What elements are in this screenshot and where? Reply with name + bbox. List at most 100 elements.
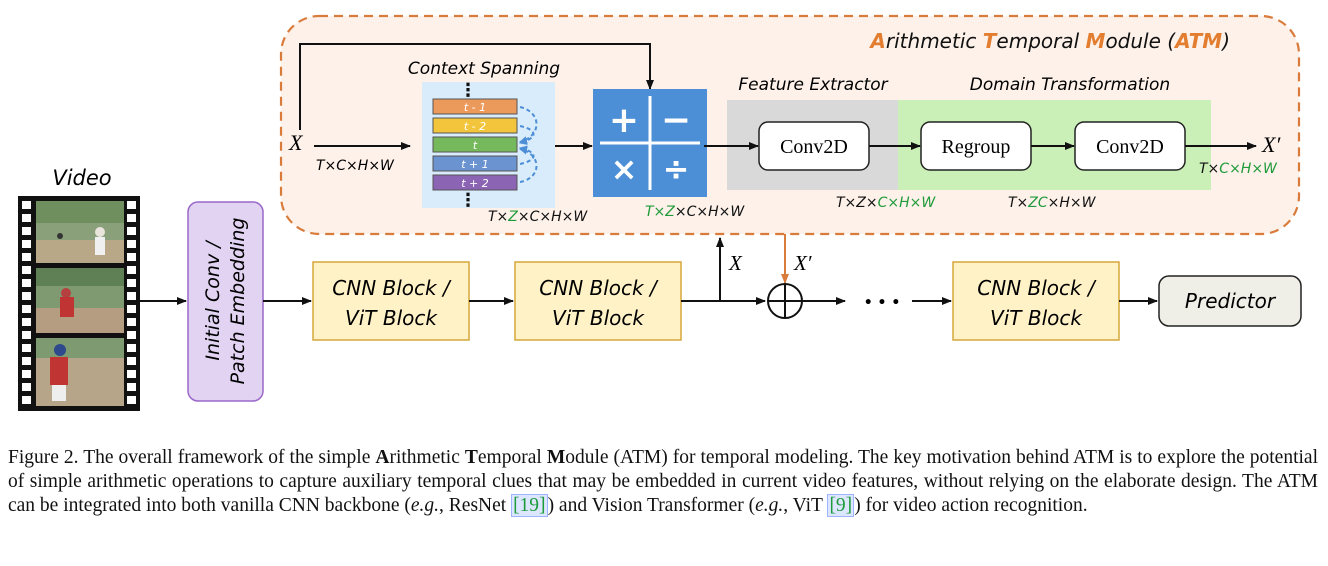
frame-label: t - 2 (464, 120, 486, 133)
predictor-box (1158, 275, 1302, 327)
video-label: Video (52, 166, 111, 190)
atm-title-part: rithmetic (886, 29, 983, 53)
caption-bold-t: T (464, 447, 478, 468)
ellipsis: • • • (864, 295, 901, 311)
frame-bar (432, 174, 518, 191)
atm-title-part: T (983, 29, 998, 53)
film-sprocket (22, 331, 31, 339)
dim-segment: T× (1008, 195, 1028, 211)
times-op: × (611, 150, 638, 188)
film-sprocket (127, 292, 136, 300)
plus-op: + (609, 100, 639, 141)
adder-circle (767, 283, 803, 319)
film-sprocket (127, 266, 136, 274)
domain-transformation-label: Domain Transformation (970, 75, 1170, 95)
context-spanning-label: Context Spanning (408, 59, 560, 79)
film-sprocket (22, 266, 31, 274)
film-sprocket (127, 240, 136, 248)
film-sprocket (127, 227, 136, 235)
frame-bar (432, 117, 518, 134)
caption-text-1: Figure 2. The overall framework of the s… (8, 447, 376, 468)
dim-segment: T× (488, 209, 508, 225)
arithmetic-operations-block: + − × ÷ (593, 89, 707, 197)
cnn-vit-block-3 (952, 261, 1120, 341)
dim-segment: T×Z× (836, 195, 878, 211)
film-sprocket (22, 357, 31, 365)
film-sprocket (127, 305, 136, 313)
film-sprocket (127, 357, 136, 365)
regroup-label: Regroup (942, 136, 1011, 158)
atm-title-part: A (868, 29, 885, 53)
film-sprocket (22, 396, 31, 404)
block3-line2: ViT Block (990, 306, 1083, 330)
embed-label-line1: Initial Conv / (202, 239, 224, 361)
spanning-dims: T×Z×C×H×W (488, 209, 588, 225)
frame-bar (432, 155, 518, 172)
citation-9[interactable]: [9] (827, 494, 855, 517)
skip-connection-arrow (299, 43, 654, 130)
film-sprocket (127, 344, 136, 352)
dim-segment: ×C×H×W (675, 204, 745, 220)
film-sprocket (127, 253, 136, 261)
caption-text-2: rithmetic (389, 447, 465, 468)
film-sprocket (127, 201, 136, 209)
atm-framework-diagram: Arithmetic Temporal Module (ATM) X T×C×H… (18, 14, 1302, 411)
frame-stack: t - 1t - 2tt + 1t + 2 (432, 98, 518, 191)
atm-title-part: ) (1220, 29, 1230, 53)
film-sprocket (127, 396, 136, 404)
film-sprocket (127, 279, 136, 287)
conv2d-label-2: Conv2D (1096, 136, 1164, 158)
span-arrow-4 (519, 146, 538, 183)
arith-dims: T×Z×C×H×W (645, 204, 745, 220)
frames-ellipsis-top: ⋮ (459, 80, 477, 101)
film-sprocket (22, 201, 31, 209)
block2-line1: CNN Block / (539, 276, 659, 300)
frame-label: t + 1 (461, 158, 489, 171)
minus-op: − (661, 100, 691, 141)
embed-label-line2: Patch Embedding (227, 218, 249, 385)
block2-line2: ViT Block (552, 306, 645, 330)
caption-eg-2: e.g. (755, 495, 784, 516)
film-sprocket (22, 318, 31, 326)
dim-segment: Z (664, 204, 675, 220)
film-sprocket (22, 305, 31, 313)
figure-caption: Figure 2. The overall framework of the s… (8, 446, 1318, 518)
atm-title-part: ATM (1173, 29, 1222, 53)
film-sprocket (127, 214, 136, 222)
cnn-vit-block-2 (514, 261, 682, 341)
caption-text-7: , ViT (783, 495, 828, 516)
atm-input-dims: T×C×H×W (316, 158, 395, 174)
atm-title-part: odule (1105, 29, 1167, 53)
conv2d-label-1: Conv2D (780, 136, 848, 158)
caption-eg-1: e.g. (410, 495, 440, 516)
caption-bold-m: M (546, 447, 566, 468)
frame-label: t (473, 139, 478, 152)
film-sprocket (22, 240, 31, 248)
film-sprocket (22, 214, 31, 222)
caption-text-6: ) and Vision Transformer ( (547, 495, 756, 516)
dim-segment: T× (645, 204, 665, 220)
caption-text-5: , ResNet (439, 495, 512, 516)
film-sprocket (22, 344, 31, 352)
dim-segment: C×H×W (1219, 161, 1278, 177)
dim-segment: ZC (1027, 195, 1048, 211)
citation-19[interactable]: [19] (511, 494, 548, 517)
dim-segment: T× (1199, 161, 1219, 177)
dim-segment: C×H×W (878, 195, 937, 211)
block3-line1: CNN Block / (977, 276, 1097, 300)
frames-ellipsis-bottom: ⋮ (459, 190, 477, 211)
adder-xprime-label: X′ (793, 251, 812, 275)
divide-op: ÷ (663, 150, 690, 188)
block1-line1: CNN Block / (332, 276, 452, 300)
caption-text-8: ) for video action recognition. (854, 495, 1088, 516)
film-sprocket (22, 227, 31, 235)
patch-embedding-box (187, 201, 264, 402)
film-sprocket (127, 370, 136, 378)
dim-segment: ×H×W (1048, 195, 1097, 211)
caption-bold-a: A (375, 447, 390, 468)
block1-line2: ViT Block (345, 306, 438, 330)
film-sprocket (127, 383, 136, 391)
frame-bar (432, 136, 518, 153)
atm-title-part: M (1086, 29, 1106, 53)
film-sprocket (22, 370, 31, 378)
